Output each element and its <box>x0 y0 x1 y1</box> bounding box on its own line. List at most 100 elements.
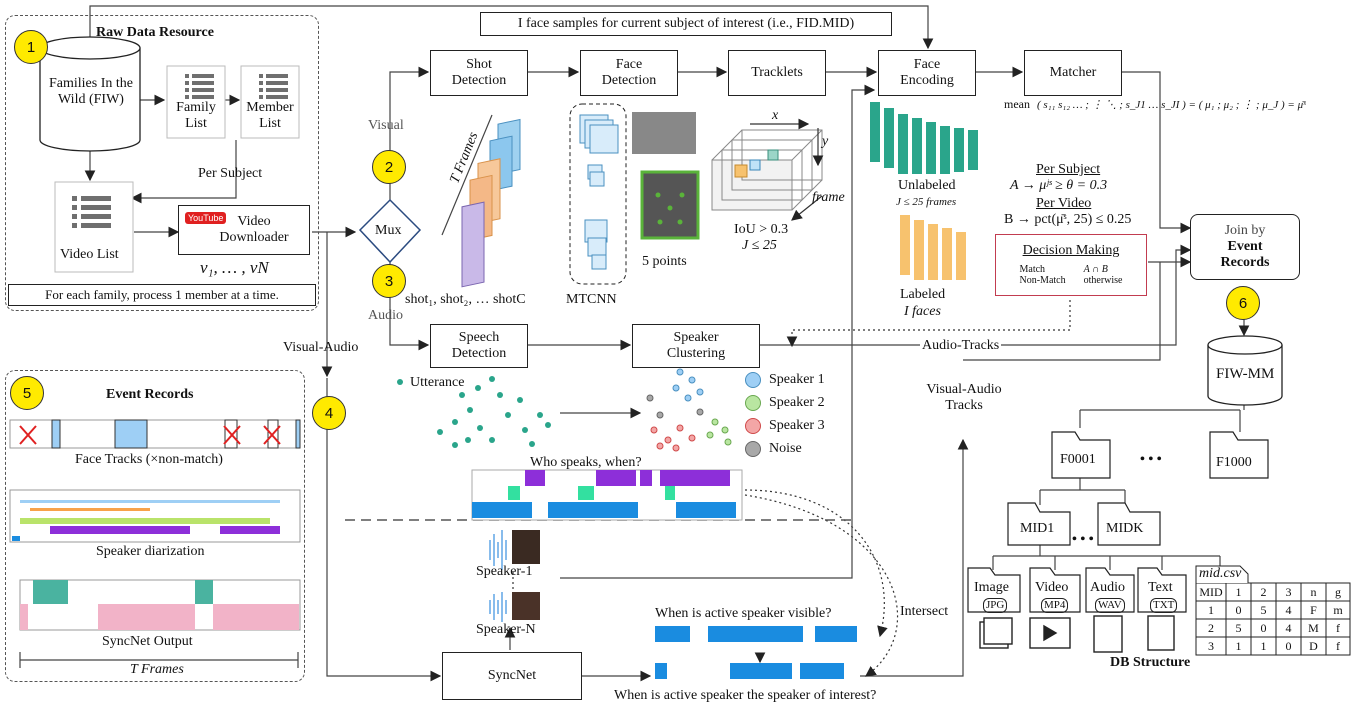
youtube-logo-icon: YouTube <box>185 212 227 225</box>
syncnet-box: SyncNet <box>442 652 582 700</box>
folder-text-label: Text <box>1148 580 1173 595</box>
csv-cell: 2 <box>1208 621 1214 635</box>
active-speaker-visible-strip <box>655 626 857 642</box>
per-subject-rule-title: Per Subject <box>1036 162 1101 177</box>
per-subject-label: Per Subject <box>198 166 263 181</box>
member-list-label: Member List <box>246 100 294 132</box>
shots-label: shot₁, shot₂, … shotC <box>405 292 526 307</box>
family-list-label: Family List <box>176 100 216 132</box>
utterance-label: Utterance <box>410 375 465 390</box>
mux-diamond <box>358 198 422 264</box>
legend-item: Speaker 1 <box>745 372 825 389</box>
decision-title: Decision Making <box>1022 243 1120 259</box>
matcher-box: Matcher <box>1024 50 1122 96</box>
folder-icons <box>967 431 1269 613</box>
step-badge-1: 1 <box>14 30 48 64</box>
video-sequence: v₁, … , vN <box>200 258 269 277</box>
speaker-diarization-label: Speaker diarization <box>96 544 205 559</box>
axis-y-label: y <box>822 134 829 149</box>
active-speaker-interest-strip <box>655 663 844 679</box>
video-downloader: YouTube Video Downloader <box>178 205 310 255</box>
syncnet-output-panel <box>19 579 301 631</box>
labeled-embeddings <box>900 215 966 280</box>
mux-label: Mux <box>375 223 402 238</box>
list-icons <box>54 65 300 273</box>
legend-label: Speaker 2 <box>769 395 825 411</box>
fiw-database-icon <box>39 36 141 152</box>
audio-ext-label: WAV <box>1095 598 1125 613</box>
csv-cell: M <box>1308 621 1319 635</box>
csv-cell: F <box>1310 603 1317 617</box>
diarization-strip <box>471 469 743 521</box>
intersect-label: Intersect <box>900 604 949 619</box>
legend-item: Speaker 2 <box>745 395 825 412</box>
raw-data-frame <box>5 15 319 311</box>
csv-cell: f <box>1336 621 1340 635</box>
visual-branch-label: Visual <box>368 118 404 133</box>
folder-midk-label: MIDK <box>1106 521 1144 536</box>
step-badge-4: 4 <box>312 396 346 430</box>
decision-ab: A ∩ B <box>1083 263 1108 275</box>
step-badge-3: 3 <box>372 264 406 298</box>
unlabeled-label: Unlabeled <box>898 178 956 193</box>
face-samples-label: I face samples for current subject of in… <box>480 12 892 36</box>
fiw-label: Families In the Wild (FIW) <box>49 76 133 108</box>
legend-label: Speaker 3 <box>769 418 825 434</box>
visual-audio-tracks-label: Visual-Audio Tracks <box>926 382 1002 414</box>
csv-cell: 3 <box>1285 585 1292 599</box>
folder-image-label: Image <box>974 580 1009 595</box>
axis-x-label: x <box>772 108 779 123</box>
tracklets-box: Tracklets <box>728 50 826 96</box>
join-line3: Records <box>1220 255 1270 271</box>
csv-cell: m <box>1333 603 1343 617</box>
csv-cell: D <box>1309 639 1318 653</box>
folder-f0001-label: F0001 <box>1060 452 1096 467</box>
csv-cell: 1 <box>1235 639 1242 653</box>
csv-cell: 0 <box>1235 603 1242 617</box>
axis-frame-label: frame <box>812 190 845 205</box>
csv-cell: 1 <box>1208 603 1214 617</box>
per-video-rule: B → pct(μ̄ˢ, 25) ≤ 0.25 <box>1004 212 1132 227</box>
folder-dots-top: • • • <box>1140 452 1162 467</box>
video-list-label: Video List <box>60 247 119 262</box>
labeled-sub-label: I faces <box>904 304 941 319</box>
event-records-title: Event Records <box>106 387 194 402</box>
legend-swatch <box>745 395 761 412</box>
csv-table <box>1195 565 1351 656</box>
decision-match: Match <box>1019 263 1046 275</box>
video-ext-label: MP4 <box>1041 598 1069 613</box>
labeled-label: Labeled <box>900 287 946 302</box>
legend-item: Noise <box>745 441 825 458</box>
db-structure-title: DB Structure <box>1110 655 1191 670</box>
mean-label: mean <box>1004 97 1030 111</box>
event-records-frame <box>5 370 305 682</box>
legend-label: Speaker 1 <box>769 372 825 387</box>
folder-mid1-label: MID1 <box>1020 521 1055 536</box>
decision-nonmatch: Non-Match <box>1019 275 1066 287</box>
csv-cell: 0 <box>1285 639 1292 653</box>
csv-cell: 5 <box>1260 603 1267 617</box>
speaker-n-label: Speaker-N <box>476 622 536 637</box>
csv-cell: 0 <box>1260 621 1267 635</box>
legend-item: Speaker 3 <box>745 418 825 435</box>
csv-cell: 3 <box>1208 639 1214 653</box>
speaker-diarization-panel <box>9 489 301 543</box>
csv-cell: 2 <box>1260 585 1267 599</box>
mean-matrix: ( s₁₁ s₁₂ … ; ⋮ ⋱ ; s_J1 … s_JI ) = ( μ₁… <box>1037 99 1306 111</box>
face-encoding-box: Face Encoding <box>878 50 976 96</box>
speaker-legend: Speaker 1 Speaker 2 Speaker 3 Noise <box>745 372 825 458</box>
join-line2: Event <box>1227 238 1263 254</box>
csv-cell: n <box>1310 585 1317 599</box>
waveforms <box>489 530 507 622</box>
who-speaks-label: Who speaks, when? <box>530 455 642 470</box>
per-video-rule-title: Per Video <box>1036 196 1092 211</box>
